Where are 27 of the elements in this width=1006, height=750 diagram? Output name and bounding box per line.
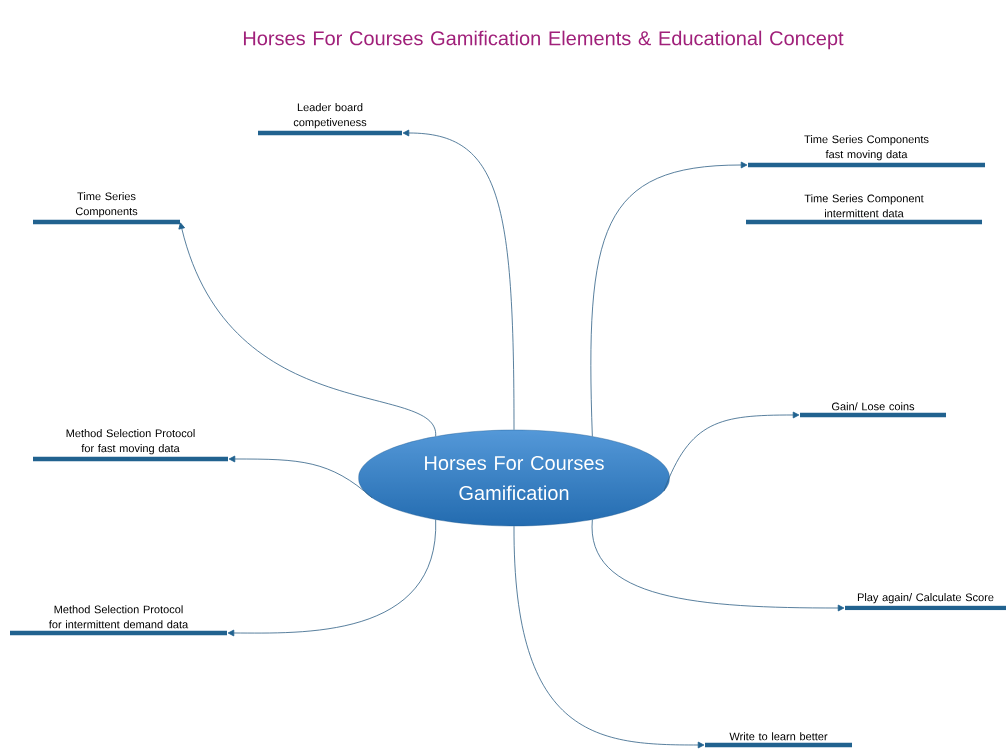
arrow bbox=[402, 129, 515, 431]
topic-bar: Method Selection Protocol for fast moving data bbox=[33, 429, 228, 462]
topic-bar: Time Series Component intermittent data bbox=[746, 194, 982, 225]
topic-bar: Time Series Components bbox=[33, 192, 180, 225]
topic-bar: Time Series Components fast moving data bbox=[748, 135, 985, 168]
node-label: Time Series Component intermittent data bbox=[804, 194, 924, 218]
node-label: Play again/ Calculate Score bbox=[857, 593, 994, 604]
arrow bbox=[591, 519, 845, 612]
node-label: Method Selection Protocol for fast moving data bbox=[66, 429, 195, 455]
topic-bar: Write to learn better bbox=[705, 732, 852, 748]
arrow bbox=[663, 411, 800, 492]
title: Horses For Courses Gamification Elements & Educational Concept bbox=[243, 30, 844, 50]
node-label: Time Series Components bbox=[75, 192, 138, 218]
node-label: Gain/ Lose coins bbox=[831, 402, 915, 411]
node-label: Time Series Components fast moving data bbox=[804, 135, 929, 161]
topic-bar: Play again/ Calculate Score bbox=[845, 593, 1006, 611]
arrow bbox=[228, 455, 373, 499]
node-label: Leader board competiveness bbox=[293, 103, 367, 129]
arrow bbox=[178, 222, 437, 437]
topic-bar: Leader board competiveness bbox=[258, 103, 402, 136]
node-label: Write to learn better bbox=[729, 732, 828, 741]
topic-bar: Method Selection Protocol for intermittent demand data bbox=[10, 605, 227, 636]
topic-bar: Gain/ Lose coins bbox=[800, 402, 946, 418]
arrow bbox=[227, 519, 437, 637]
node-label: Method Selection Protocol for intermittent demand data bbox=[48, 605, 189, 629]
arrow bbox=[590, 161, 748, 437]
arrow bbox=[513, 525, 705, 749]
